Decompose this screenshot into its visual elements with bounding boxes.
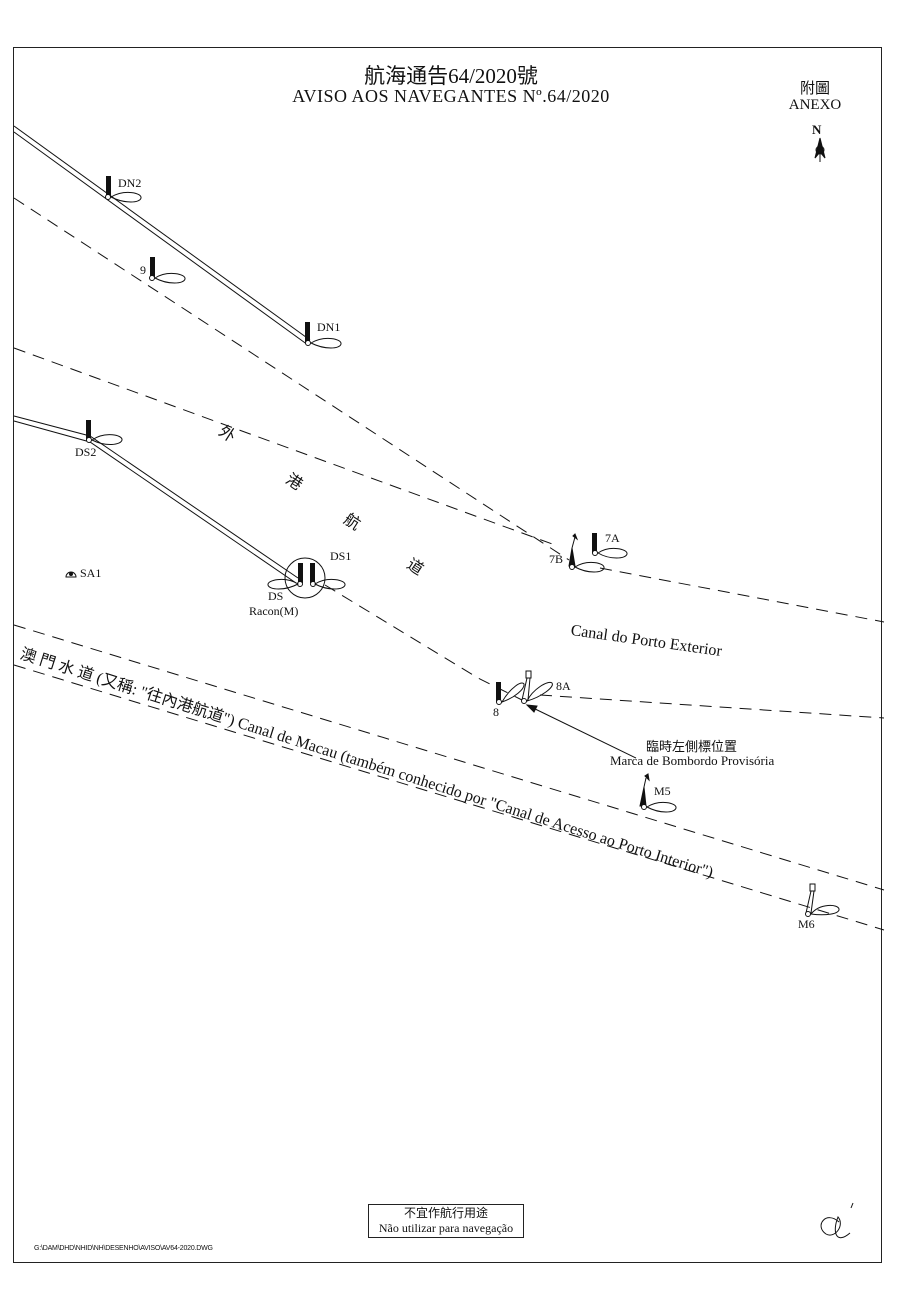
label-ds1: DS1 [330,549,352,563]
notice-title-chinese: 航海通告64/2020號 [364,64,538,88]
buoy-8 [496,682,525,705]
caution-text-chinese: 不宜作航行用途 [403,1206,488,1220]
drawing-file-path: G:\DAM\DHD\NHID\NH\DESENHO\AVISO\AV64-20… [34,1245,213,1252]
temporary-mark-label-portuguese: Marca de Bombordo Provisória [610,753,775,768]
buoy-ds2 [86,420,123,445]
north-label: N [812,122,822,137]
buoy-8a [521,670,553,704]
buoy-m6 [805,883,840,917]
label-7a: 7A [605,531,620,545]
buoy-ds1-ds [267,557,346,599]
buoy-7a [592,533,628,559]
label-7b: 7B [549,552,564,566]
buoy-9 [149,257,186,284]
annex-label-portuguese: ANEXO [788,97,842,113]
label-racon: Racon(M) [249,604,299,618]
label-8a: 8A [556,679,571,693]
buoy-7b [568,533,605,573]
label-9: 9 [140,263,146,277]
label-dn1: DN1 [317,320,341,334]
label-sa1: SA1 [80,566,102,580]
notice-title-portuguese: AVISO AOS NAVEGANTES Nº.64/2020 [292,86,610,106]
label-m5: M5 [654,784,671,798]
buoy-dn2 [105,176,142,203]
label-8: 8 [493,705,499,719]
label-ds: DS [268,589,284,603]
buoy-m5 [639,773,677,813]
temporary-mark-label-chinese: 臨時左側標位置 [646,739,738,754]
map-frame [13,47,882,1263]
buoy-sa1 [65,571,77,578]
north-arrow-icon [814,137,826,162]
label-ds2: DS2 [75,445,97,459]
buoy-dn1 [305,322,342,349]
channel-boundary-dn [13,125,311,346]
navigation-caution-box: 不宜作航行用途 Não utilizar para navegação [368,1204,524,1238]
label-m6: M6 [798,917,815,931]
label-dn2: DN2 [118,176,142,190]
channel-boundary-ds [13,415,299,584]
annex-label-chinese: 附圖 [799,81,830,97]
signature-mark [820,1202,854,1239]
dashed-channel-lines [13,197,885,931]
temporary-mark-arrow [525,704,637,759]
caution-text-portuguese: Não utilizar para navegação [378,1221,514,1235]
